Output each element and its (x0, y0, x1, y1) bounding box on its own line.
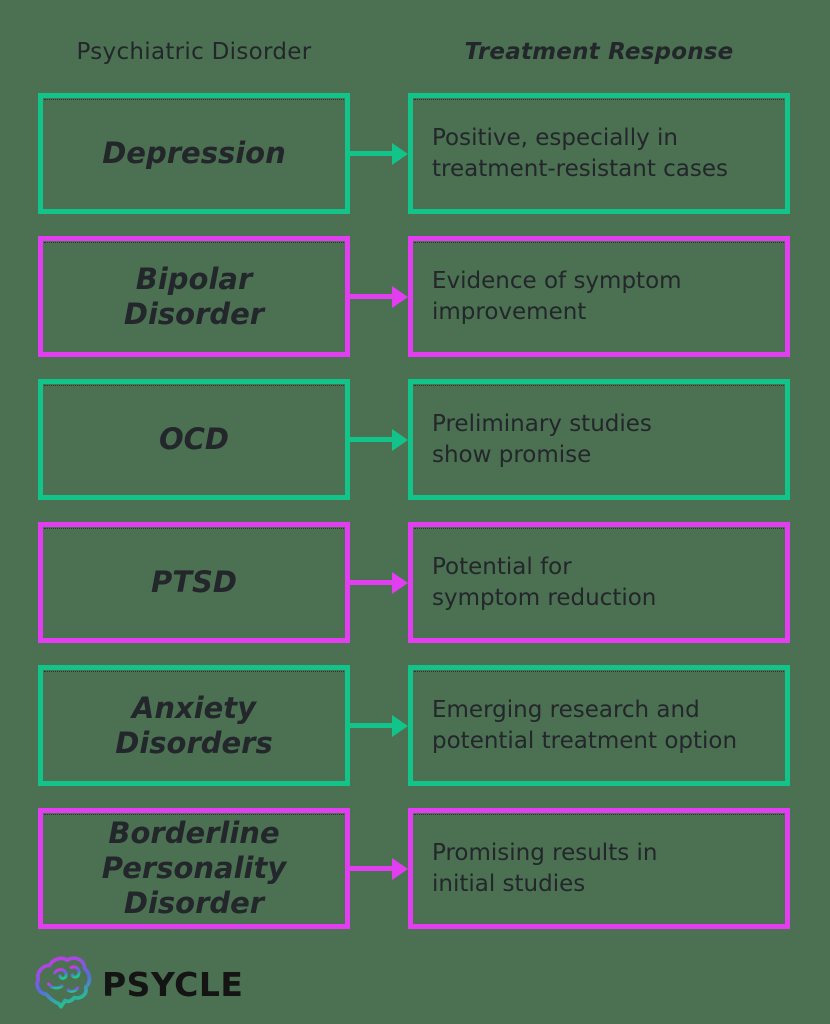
row-ocd: OCD Preliminary studies show promise (38, 379, 830, 500)
response-text: Promising results in initial studies (432, 840, 658, 898)
disorder-label: PTSD (151, 565, 237, 600)
column-headers: Psychiatric Disorder Treatment Response (38, 38, 830, 66)
disorder-label: Bipolar Disorder (123, 261, 265, 331)
arrow-line (350, 437, 392, 442)
disorder-box: PTSD (38, 522, 350, 643)
brain-icon (35, 956, 92, 1009)
arrow-head (392, 571, 408, 594)
response-box: Preliminary studies show promise (408, 379, 790, 500)
response-text: Evidence of symptom improvement (432, 268, 682, 326)
brand-name: PSYCLE (102, 964, 244, 1004)
disorder-label: OCD (158, 422, 229, 457)
response-box: Promising results in initial studies (408, 808, 790, 929)
arrow-line (350, 580, 392, 585)
disorder-label: Anxiety Disorders (115, 690, 273, 760)
disorder-box: Depression (38, 93, 350, 214)
arrow-right-icon (350, 665, 408, 786)
row-borderline-personality-disorder: Borderline Personality Disorder Promisin… (38, 808, 830, 929)
row-anxiety-disorders: Anxiety Disorders Emerging research and … (38, 665, 830, 786)
arrow-line (350, 723, 392, 728)
arrow-right-icon (350, 379, 408, 500)
column-header-response: Treatment Response (464, 39, 734, 65)
header-spacer (350, 38, 408, 66)
disorder-label: Borderline Personality Disorder (101, 816, 287, 920)
response-text: Potential for symptom reduction (432, 554, 657, 612)
response-text: Preliminary studies show promise (432, 411, 652, 469)
row-depression: Depression Positive, especially in treat… (38, 93, 830, 214)
disorder-label: Depression (102, 136, 286, 171)
row-ptsd: PTSD Potential for symptom reduction (38, 522, 830, 643)
disorder-box: Anxiety Disorders (38, 665, 350, 786)
arrow-line (350, 151, 392, 156)
arrow-line (350, 866, 392, 871)
response-box: Emerging research and potential treatmen… (408, 665, 790, 786)
response-text: Emerging research and potential treatmen… (432, 697, 738, 755)
brand-logo: PSYCLE (30, 951, 830, 1017)
disorder-box: OCD (38, 379, 350, 500)
response-box: Potential for symptom reduction (408, 522, 790, 643)
arrow-right-icon (350, 808, 408, 929)
arrow-head (392, 142, 408, 165)
response-box: Evidence of symptom improvement (408, 236, 790, 357)
arrow-head (392, 714, 408, 737)
arrow-right-icon (350, 236, 408, 357)
arrow-head (392, 285, 408, 308)
arrow-head (392, 857, 408, 880)
arrow-right-icon (350, 522, 408, 643)
column-header-disorder: Psychiatric Disorder (76, 39, 312, 65)
disorder-box: Bipolar Disorder (38, 236, 350, 357)
row-bipolar-disorder: Bipolar Disorder Evidence of symptom imp… (38, 236, 830, 357)
response-text: Positive, especially in treatment-resist… (432, 125, 729, 183)
disorder-box: Borderline Personality Disorder (38, 808, 350, 929)
arrow-right-icon (350, 93, 408, 214)
response-box: Positive, especially in treatment-resist… (408, 93, 790, 214)
arrow-head (392, 428, 408, 451)
arrow-line (350, 294, 392, 299)
